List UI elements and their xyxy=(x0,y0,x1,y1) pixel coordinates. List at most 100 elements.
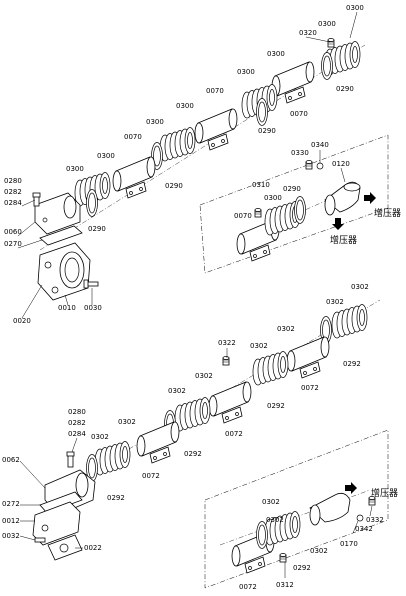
pipe-0072-a xyxy=(286,336,330,379)
label-0322: 0322 xyxy=(218,339,236,347)
label-0020: 0020 xyxy=(13,317,31,325)
label-0342: 0342 xyxy=(355,525,373,533)
label-0284-lower: 0284 xyxy=(68,430,86,438)
label-0292-e: 0292 xyxy=(293,564,311,572)
label-0300-g: 0300 xyxy=(97,152,115,160)
turbo-arrow-down xyxy=(332,218,344,230)
label-0282: 0282 xyxy=(4,188,22,196)
label-0330: 0330 xyxy=(291,149,309,157)
gasket-0272 xyxy=(39,491,83,514)
bellows-0302-c xyxy=(252,351,289,386)
turbo-label-1: 增压器 xyxy=(374,207,401,219)
label-0300-d: 0300 xyxy=(237,68,255,76)
gasket-0022 xyxy=(47,534,83,561)
label-0070-a: 0070 xyxy=(206,87,224,95)
label-0300-c: 0300 xyxy=(267,50,285,58)
elbow-0170 xyxy=(309,492,351,526)
label-0292-b: 0292 xyxy=(267,402,285,410)
elbow-0120 xyxy=(324,181,361,216)
gasket-0290-a xyxy=(321,52,333,80)
label-0300-f: 0300 xyxy=(146,118,164,126)
label-0030: 0030 xyxy=(84,304,102,312)
label-0060: 0060 xyxy=(4,228,22,236)
label-0302-a: 0302 xyxy=(351,283,369,291)
bolt-0284-lower xyxy=(66,451,75,468)
label-0302-f: 0302 xyxy=(168,387,186,395)
label-0302-i: 0302 xyxy=(262,498,280,506)
label-0300-e: 0300 xyxy=(176,102,194,110)
turbo-label-2: 增压器 xyxy=(330,234,357,246)
upper-turbo-box xyxy=(199,134,389,274)
pipe-0072-b xyxy=(208,381,252,424)
label-0290-e: 0290 xyxy=(88,225,106,233)
bellows-0302-a xyxy=(331,304,368,339)
turbo-label-lower: 增压器 xyxy=(371,487,398,499)
label-0032: 0032 xyxy=(2,532,20,540)
label-0302-j: 0302 xyxy=(266,516,284,524)
bolt-0284 xyxy=(32,192,41,207)
label-0302-d: 0302 xyxy=(250,342,268,350)
label-0302-e: 0302 xyxy=(195,372,213,380)
label-0282-lower: 0282 xyxy=(68,419,86,427)
turbo-arrow-right xyxy=(364,192,376,204)
label-0290-a: 0290 xyxy=(336,85,354,93)
label-0300-h: 0300 xyxy=(66,165,84,173)
label-0010: 0010 xyxy=(58,304,76,312)
label-0022: 0022 xyxy=(84,544,102,552)
label-0300-b: 0300 xyxy=(318,20,336,28)
label-0300-i: 0300 xyxy=(264,194,282,202)
gasket-0290-e xyxy=(86,189,98,217)
plug-0312 xyxy=(279,553,287,563)
gasket-0290-b xyxy=(256,98,268,126)
upper-assembly: 0300 0300 0320 0300 0290 0300 0070 0070 … xyxy=(4,4,401,325)
label-0272: 0272 xyxy=(2,500,20,508)
pipe-0070-b xyxy=(194,108,238,151)
bellows-0302-h xyxy=(94,441,131,476)
gasket-0302-j xyxy=(256,521,268,549)
plug-0320 xyxy=(327,38,335,48)
label-0312: 0312 xyxy=(276,581,294,589)
label-0292-a: 0292 xyxy=(343,360,361,368)
label-0320: 0320 xyxy=(299,29,317,37)
label-0290-b: 0290 xyxy=(258,127,276,135)
label-0300-a: 0300 xyxy=(346,4,364,12)
label-0292-c: 0292 xyxy=(184,450,202,458)
label-0292-d: 0292 xyxy=(107,494,125,502)
label-0062: 0062 xyxy=(2,456,20,464)
label-0280-lower: 0280 xyxy=(68,408,86,416)
plug-0322 xyxy=(222,356,230,366)
label-0072-b: 0072 xyxy=(225,430,243,438)
gasket-0270 xyxy=(39,225,83,246)
label-0302-b: 0302 xyxy=(326,298,344,306)
bellows-0302-e xyxy=(174,397,211,432)
label-0170: 0170 xyxy=(340,540,358,548)
bellows-0300-e xyxy=(159,127,196,162)
label-0284: 0284 xyxy=(4,199,22,207)
stud-0032 xyxy=(34,537,46,543)
washer-0342 xyxy=(356,514,364,522)
label-0070-d: 0070 xyxy=(234,212,252,220)
label-0070-b: 0070 xyxy=(290,110,308,118)
head-block-0012 xyxy=(32,501,81,546)
label-0290-d: 0290 xyxy=(283,185,301,193)
label-0302-g: 0302 xyxy=(118,418,136,426)
plug-0330 xyxy=(305,160,313,170)
head-flange-0060 xyxy=(34,192,81,235)
label-0270: 0270 xyxy=(4,240,22,248)
pipe-0070-a xyxy=(271,61,315,104)
lower-assembly: 0302 0302 0302 0322 0292 0302 0072 0302 … xyxy=(2,283,398,591)
label-0302-h: 0302 xyxy=(91,433,109,441)
label-0332: 0332 xyxy=(366,516,384,524)
label-0072-a: 0072 xyxy=(301,384,319,392)
washer-0340 xyxy=(316,162,324,170)
label-0072-c: 0072 xyxy=(142,472,160,480)
label-0302-k: 0302 xyxy=(310,547,328,555)
head-block-0020 xyxy=(37,242,91,301)
label-0290-c: 0290 xyxy=(165,182,183,190)
pipe-0072-c xyxy=(136,421,180,464)
label-0310: 0310 xyxy=(252,181,270,189)
label-0302-c: 0302 xyxy=(277,325,295,333)
label-0280: 0280 xyxy=(4,177,22,185)
